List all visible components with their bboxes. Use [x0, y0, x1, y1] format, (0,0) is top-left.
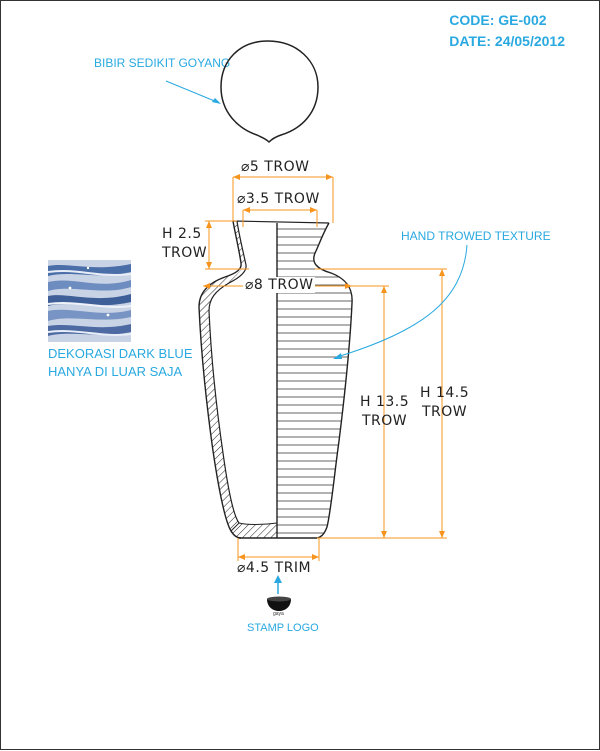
drawing-date: DATE: 24/05/2012 — [449, 33, 565, 49]
base-section — [230, 522, 278, 539]
dim-height-13-5-line2: TROW — [362, 413, 408, 429]
dimension-arrows — [203, 174, 445, 560]
dim-height-14-5-line1: H 14.5 — [420, 385, 470, 401]
texture-lines — [277, 228, 353, 534]
dim-height-14-5-line2: TROW — [422, 404, 468, 420]
lip-leader — [165, 80, 218, 103]
lip-note: BIBIR SEDIKIT GOYANG — [94, 56, 231, 70]
header-block: CODE: GE-002 DATE: 24/05/2012 — [449, 10, 565, 52]
lip-top-view — [220, 40, 319, 144]
dim-height-2-5-line2: TROW — [162, 245, 208, 261]
decoration-note-line2: HANYA DI LUAR SAJA — [48, 364, 183, 379]
stamp-mark-text: gaya — [273, 611, 284, 617]
dim-diameter-5: ⌀5 TROW — [241, 159, 310, 175]
dim-diameter-3-5: ⌀3.5 TROW — [237, 191, 320, 207]
dim-diameter-8: ⌀8 TROW — [243, 277, 316, 293]
stamp-note: STAMP LOGO — [247, 622, 319, 634]
vase-right-outline — [238, 222, 353, 539]
rim-top — [232, 220, 330, 224]
dim-height-2-5-line1: H 2.5 — [162, 226, 202, 242]
texture-leader — [336, 244, 468, 358]
dim-height-13-5-line1: H 13.5 — [360, 394, 410, 410]
texture-note: HAND TROWED TEXTURE — [401, 229, 551, 243]
decoration-swatch — [48, 260, 131, 342]
product-code: CODE: GE-002 — [449, 12, 547, 28]
dim-diameter-4-5-trim: ⌀4.5 TRIM — [237, 560, 312, 576]
decoration-note-line1: DEKORASI DARK BLUE — [48, 346, 193, 361]
stamp-logo-icon — [267, 596, 291, 611]
